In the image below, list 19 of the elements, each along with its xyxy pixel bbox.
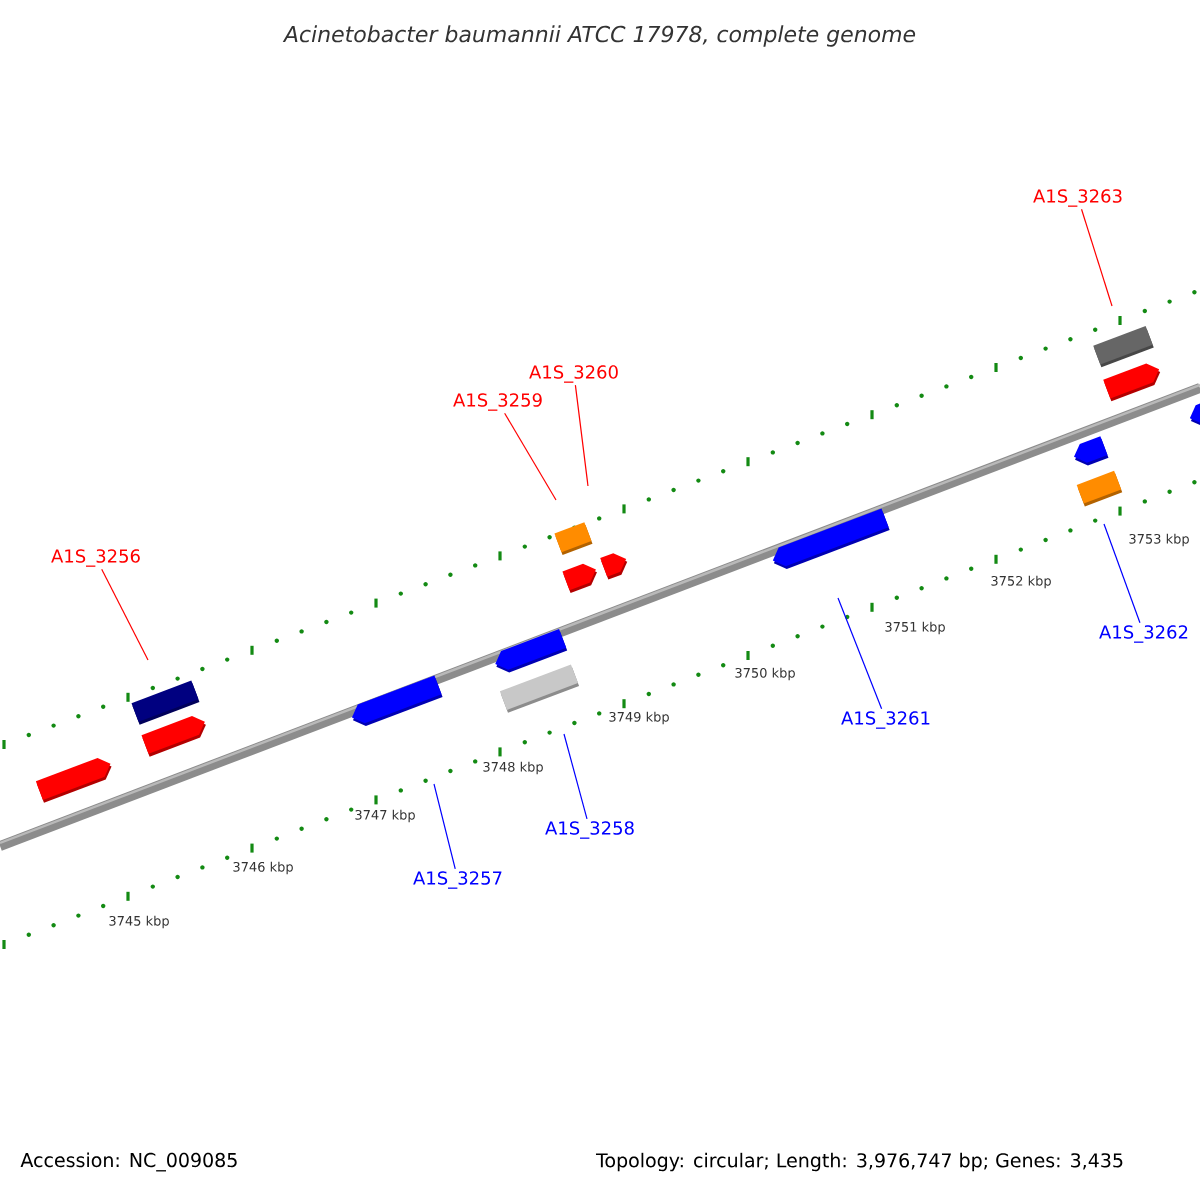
gene-label: A1S_3263: [1033, 189, 1122, 207]
gene-label: A1S_3256: [51, 549, 140, 567]
gene-label: A1S_3259: [453, 393, 542, 411]
leader-line: [574, 384, 589, 487]
leader-line: [101, 568, 149, 661]
gene-label: A1S_3262: [1099, 625, 1188, 643]
footer-text: Topology: circular; Length: 3,976,747 bp; Genes: 3,435: [596, 1152, 1123, 1172]
gene-label: A1S_3258: [545, 821, 634, 839]
leader-line: [837, 597, 883, 710]
leader-line: [433, 783, 456, 870]
leader-line: [1103, 523, 1141, 624]
gene-label: A1S_3260: [529, 365, 618, 383]
gene-label: A1S_3257: [413, 871, 502, 889]
leader-line: [504, 412, 557, 501]
gene-label: A1S_3261: [841, 711, 930, 729]
leader-line: [563, 733, 588, 820]
title: Acinetobacter baumannii ATCC 17978, complete genome: [282, 25, 916, 47]
footer-text: Accession: NC_009085: [20, 1152, 237, 1172]
leader-line: [1080, 208, 1113, 307]
